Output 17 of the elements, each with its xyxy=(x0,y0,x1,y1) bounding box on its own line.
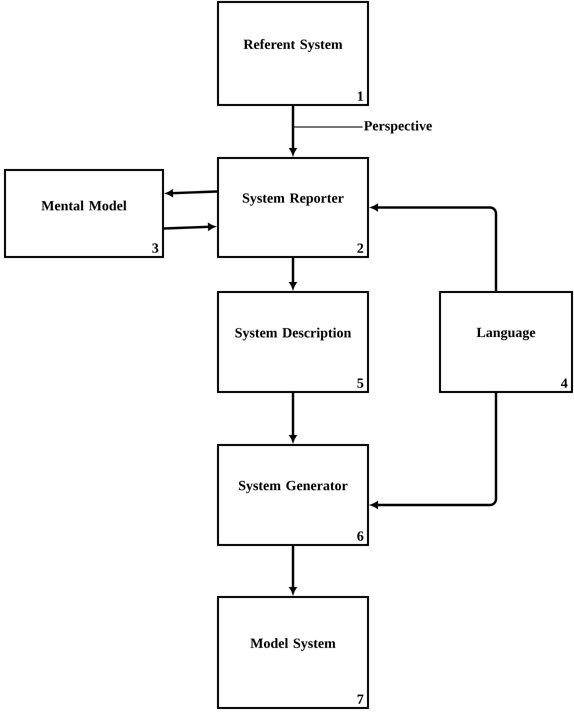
arrow xyxy=(289,258,297,290)
process-box: Referent System 1 xyxy=(217,1,369,106)
arrow xyxy=(289,546,297,594)
leader-line xyxy=(292,126,364,128)
arrow xyxy=(370,393,498,509)
arrow xyxy=(370,204,498,291)
arrow xyxy=(289,393,297,442)
process-box: Language 4 xyxy=(439,291,573,393)
arrow xyxy=(166,190,218,197)
process-box: System Generator 6 xyxy=(217,444,369,546)
edge-label: Perspective xyxy=(364,120,432,134)
process-box: Mental Model 3 xyxy=(4,169,164,258)
process-box: System Description 5 xyxy=(217,291,369,393)
process-box: System Reporter 2 xyxy=(217,157,369,258)
arrow xyxy=(164,223,216,230)
arrow xyxy=(289,106,297,156)
process-box: Model System 7 xyxy=(217,596,369,709)
